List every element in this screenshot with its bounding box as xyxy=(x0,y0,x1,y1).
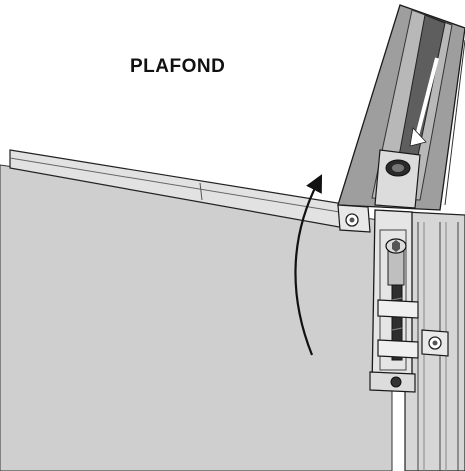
side-bracket-screw-center xyxy=(432,340,438,346)
ceiling-rail-line xyxy=(444,39,465,206)
slide-arrow-head xyxy=(409,127,427,147)
rail-connector xyxy=(374,149,421,209)
bracket-screw-center xyxy=(349,217,355,223)
upper-clamp xyxy=(377,299,419,319)
ceiling-label: PLAFOND xyxy=(130,56,226,77)
foot-screw xyxy=(390,376,402,388)
lower-clamp xyxy=(377,339,419,359)
rotation-arrow xyxy=(294,174,323,356)
rod-thread-3 xyxy=(391,327,403,331)
connector-hole-inner xyxy=(392,164,404,172)
slide-arrow xyxy=(414,57,439,141)
top-profile-joint xyxy=(199,182,203,201)
hex-socket xyxy=(392,240,400,252)
rod-thread-1 xyxy=(391,297,403,301)
threaded-rod xyxy=(391,284,403,361)
top-profile-edge xyxy=(9,157,353,215)
